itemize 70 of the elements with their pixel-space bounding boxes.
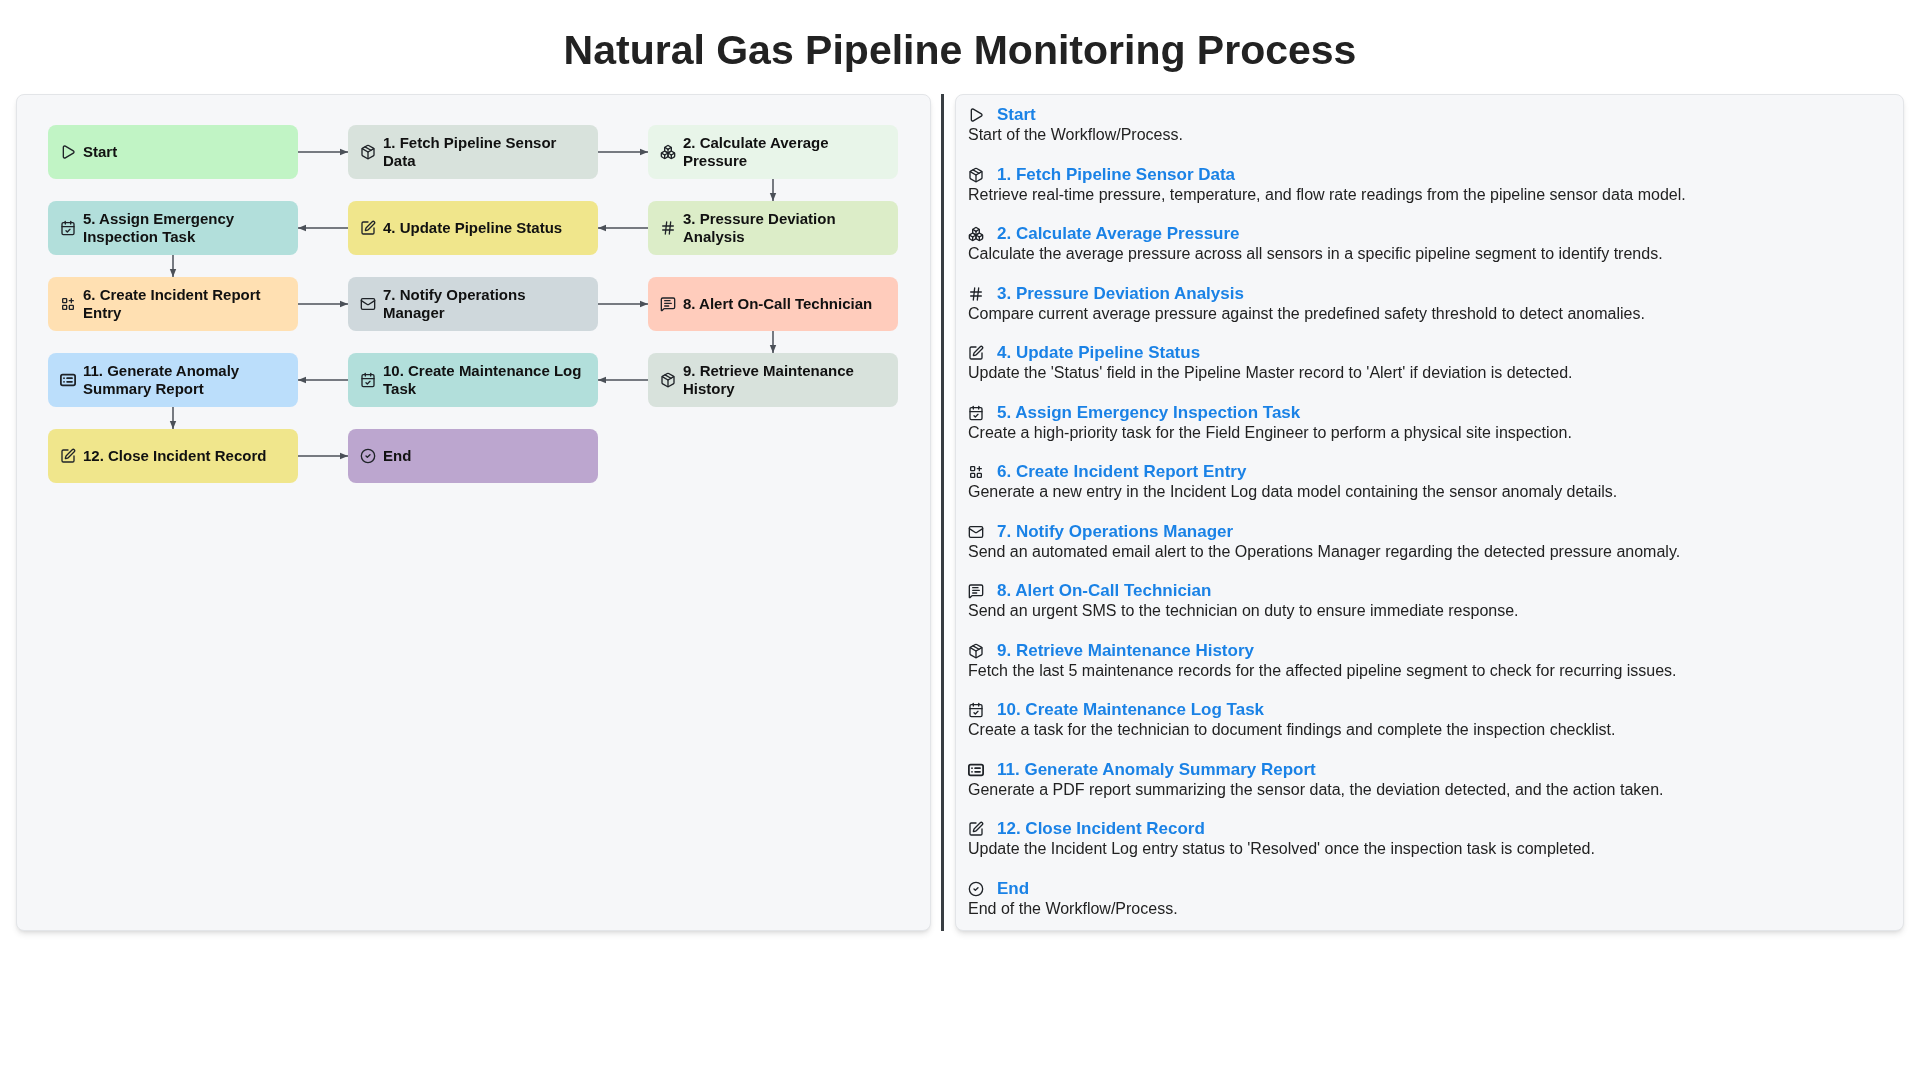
arrow <box>597 148 649 156</box>
step-label: 6. Create Incident Report Entry <box>83 286 262 322</box>
step-label: 2. Calculate Average Pressure <box>683 134 830 170</box>
page-title: Natural Gas Pipeline Monitoring Process <box>563 26 1357 74</box>
start-box <box>48 125 298 179</box>
step-label: Start <box>83 143 118 161</box>
step-title: 3. Pressure Deviation Analysis <box>997 283 1244 304</box>
arrow <box>597 376 649 384</box>
step-description: Start of the Workflow/Process. <box>968 125 1184 145</box>
step-title: 1. Fetch Pipeline Sensor Data <box>997 164 1236 185</box>
step-label: 4. Update Pipeline Status <box>383 219 563 237</box>
arrow <box>297 376 349 384</box>
arrow <box>597 224 649 232</box>
process-box <box>348 125 598 179</box>
end-box <box>348 429 598 483</box>
step-description: Fetch the last 5 maintenance records for the affected pipeline segment to check for recurring issues. <box>968 660 1678 681</box>
step-label: 1. Fetch Pipeline Sensor Data <box>383 134 558 170</box>
arrow <box>769 178 777 202</box>
step-title: 4. Update Pipeline Status <box>997 343 1201 363</box>
step-title: 6. Create Incident Report Entry <box>997 462 1247 482</box>
arrow <box>297 148 349 156</box>
arrow <box>769 330 777 354</box>
step-label: 10. Create Maintenance Log Task <box>383 362 583 398</box>
arrow <box>169 406 177 430</box>
process-box <box>48 429 298 483</box>
process-box <box>648 201 898 255</box>
step-title: End <box>997 878 1030 899</box>
process-box <box>48 353 298 407</box>
step-title: 2. Calculate Average Pressure <box>997 224 1240 244</box>
step-description: End of the Workflow/Process. <box>968 898 1179 919</box>
arrow <box>297 452 349 460</box>
step-description: Update the 'Status' field in the Pipeline Master record to 'Alert' if deviation is detected. <box>968 363 1574 383</box>
step-title: 11. Generate Anomaly Summary Report <box>997 759 1316 780</box>
step-description: Create a task for the technician to document findings and complete the inspection checklist. <box>968 720 1617 740</box>
process-box <box>48 277 298 331</box>
process-box <box>348 201 598 255</box>
step-title: 7. Notify Operations Manager <box>997 521 1234 542</box>
step-description: Update the Incident Log entry status to 'Resolved' once the inspection task is completed. <box>968 839 1596 859</box>
step-title: 10. Create Maintenance Log Task <box>997 700 1265 720</box>
step-title: 8. Alert On-Call Technician <box>997 581 1212 601</box>
step-description: Send an automated email alert to the Operations Manager regarding the detected pressure anomaly. <box>968 541 1682 562</box>
process-box <box>648 125 898 179</box>
step-description: Send an urgent SMS to the technician on duty to ensure immediate response. <box>968 601 1520 621</box>
arrow <box>297 300 349 308</box>
step-description: Create a high-priority task for the Field Engineer to perform a physical site inspection. <box>968 422 1573 443</box>
arrow <box>297 224 349 232</box>
process-box <box>348 353 598 407</box>
step-description: Generate a PDF report summarizing the sensor data, the deviation detected, and the action taken. <box>968 779 1665 800</box>
arrow <box>597 300 649 308</box>
step-title: 9. Retrieve Maintenance History <box>997 640 1254 661</box>
process-box <box>648 353 898 407</box>
process-box <box>648 277 898 331</box>
step-label: 5. Assign Emergency Inspection Task <box>83 210 236 246</box>
step-label: 12. Close Incident Record <box>83 447 267 465</box>
step-label: 9. Retrieve Maintenance History <box>683 362 855 398</box>
step-title: 12. Close Incident Record <box>997 819 1205 839</box>
step-label: 11. Generate Anomaly Summary Report <box>83 362 241 398</box>
arrow <box>169 254 177 278</box>
step-label: 3. Pressure Deviation Analysis <box>683 210 837 246</box>
step-label: End <box>383 447 412 465</box>
step-description: Calculate the average pressure across all sensors in a specific pipeline segment to identify trends. <box>968 244 1664 264</box>
step-description: Generate a new entry in the Incident Log data model containing the sensor anomaly details. <box>968 482 1619 502</box>
step-label: 7. Notify Operations Manager <box>383 286 527 322</box>
step-label: 8. Alert On-Call Technician <box>683 295 873 313</box>
step-title: Start <box>997 105 1036 125</box>
step-description: Compare current average pressure against the predefined safety threshold to detect anomalies. <box>968 303 1646 324</box>
step-description: Retrieve real-time pressure, temperature, and flow rate readings from the pipeline sensor data model. <box>968 184 1687 205</box>
step-title: 5. Assign Emergency Inspection Task <box>997 402 1301 423</box>
process-box <box>48 201 298 255</box>
process-box <box>348 277 598 331</box>
